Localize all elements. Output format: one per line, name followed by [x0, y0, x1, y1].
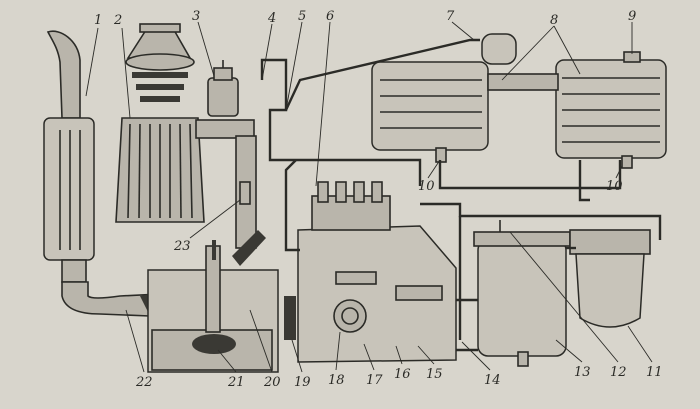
callout-11: 11 — [646, 365, 663, 380]
callout-13: 13 — [574, 365, 591, 380]
callout-12: 12 — [610, 365, 627, 380]
air-cleaner — [115, 23, 205, 223]
callout-14: 14 — [484, 373, 501, 388]
callout-1: 1 — [94, 13, 102, 28]
callout-8: 8 — [550, 13, 558, 28]
callout-22: 22 — [135, 375, 153, 390]
engine-cylinder — [147, 230, 279, 373]
callout-20: 20 — [263, 375, 281, 390]
callout-9: 9 — [628, 9, 636, 24]
injection-pump — [284, 181, 457, 363]
callout-3: 3 — [192, 9, 200, 24]
callout-23: 23 — [173, 239, 191, 254]
callout-10-left: 10 — [418, 179, 435, 194]
exhaust-muffler — [43, 30, 95, 283]
callout-5: 5 — [298, 9, 306, 24]
sediment-filter — [569, 229, 651, 328]
fuel-lines — [260, 38, 662, 352]
tank-connector-and-cap — [481, 33, 559, 91]
callout-21: 21 — [227, 375, 245, 390]
coarse-fuel-filter — [473, 220, 571, 367]
callout-10-right: 10 — [606, 179, 623, 194]
callout-18: 18 — [328, 373, 345, 388]
intake-pipe — [195, 119, 257, 249]
callout-17: 17 — [366, 373, 383, 388]
callout-15: 15 — [426, 367, 443, 382]
fuel-tank-right — [555, 51, 667, 169]
callout-19: 19 — [294, 375, 311, 390]
callout-labels: 1 2 3 4 5 6 7 8 9 10 10 11 12 13 14 15 1… — [94, 9, 663, 390]
callout-6: 6 — [326, 9, 334, 24]
fuel-tank-left — [371, 61, 489, 163]
fuel-filter-top — [207, 60, 239, 117]
callout-16: 16 — [394, 367, 411, 382]
leader-lines — [85, 21, 653, 373]
callout-7: 7 — [446, 9, 455, 24]
callout-2: 2 — [113, 13, 122, 28]
callout-4: 4 — [267, 11, 276, 26]
